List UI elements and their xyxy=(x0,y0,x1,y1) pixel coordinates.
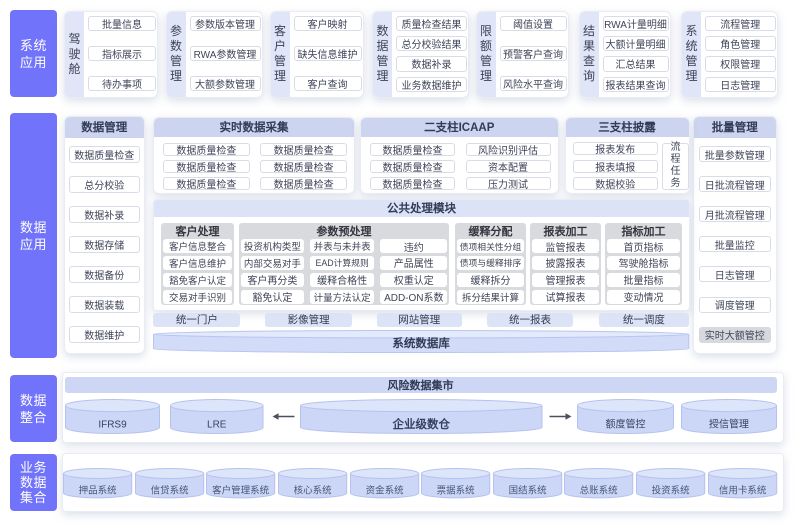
svg-text:信用卡系统: 信用卡系统 xyxy=(719,485,767,497)
svg-text:资金系统: 资金系统 xyxy=(365,485,403,497)
svg-text:授信管理: 授信管理 xyxy=(709,417,749,430)
svg-text:系统数据库: 系统数据库 xyxy=(392,336,450,350)
svg-text:押品系统: 押品系统 xyxy=(79,485,117,497)
svg-text:客户管理系统: 客户管理系统 xyxy=(212,485,269,497)
svg-text:投资系统: 投资系统 xyxy=(652,485,690,497)
svg-text:核心系统: 核心系统 xyxy=(294,485,332,497)
svg-text:IFRS9: IFRS9 xyxy=(98,419,127,430)
svg-text:企业级数仓: 企业级数仓 xyxy=(391,417,450,431)
svg-text:LRE: LRE xyxy=(207,419,227,430)
svg-text:国结系统: 国结系统 xyxy=(508,485,546,497)
svg-text:额度管控: 额度管控 xyxy=(606,417,646,430)
svg-text:信贷系统: 信贷系统 xyxy=(150,485,188,497)
svg-text:总账系统: 总账系统 xyxy=(580,485,618,497)
svg-text:票据系统: 票据系统 xyxy=(437,485,475,497)
